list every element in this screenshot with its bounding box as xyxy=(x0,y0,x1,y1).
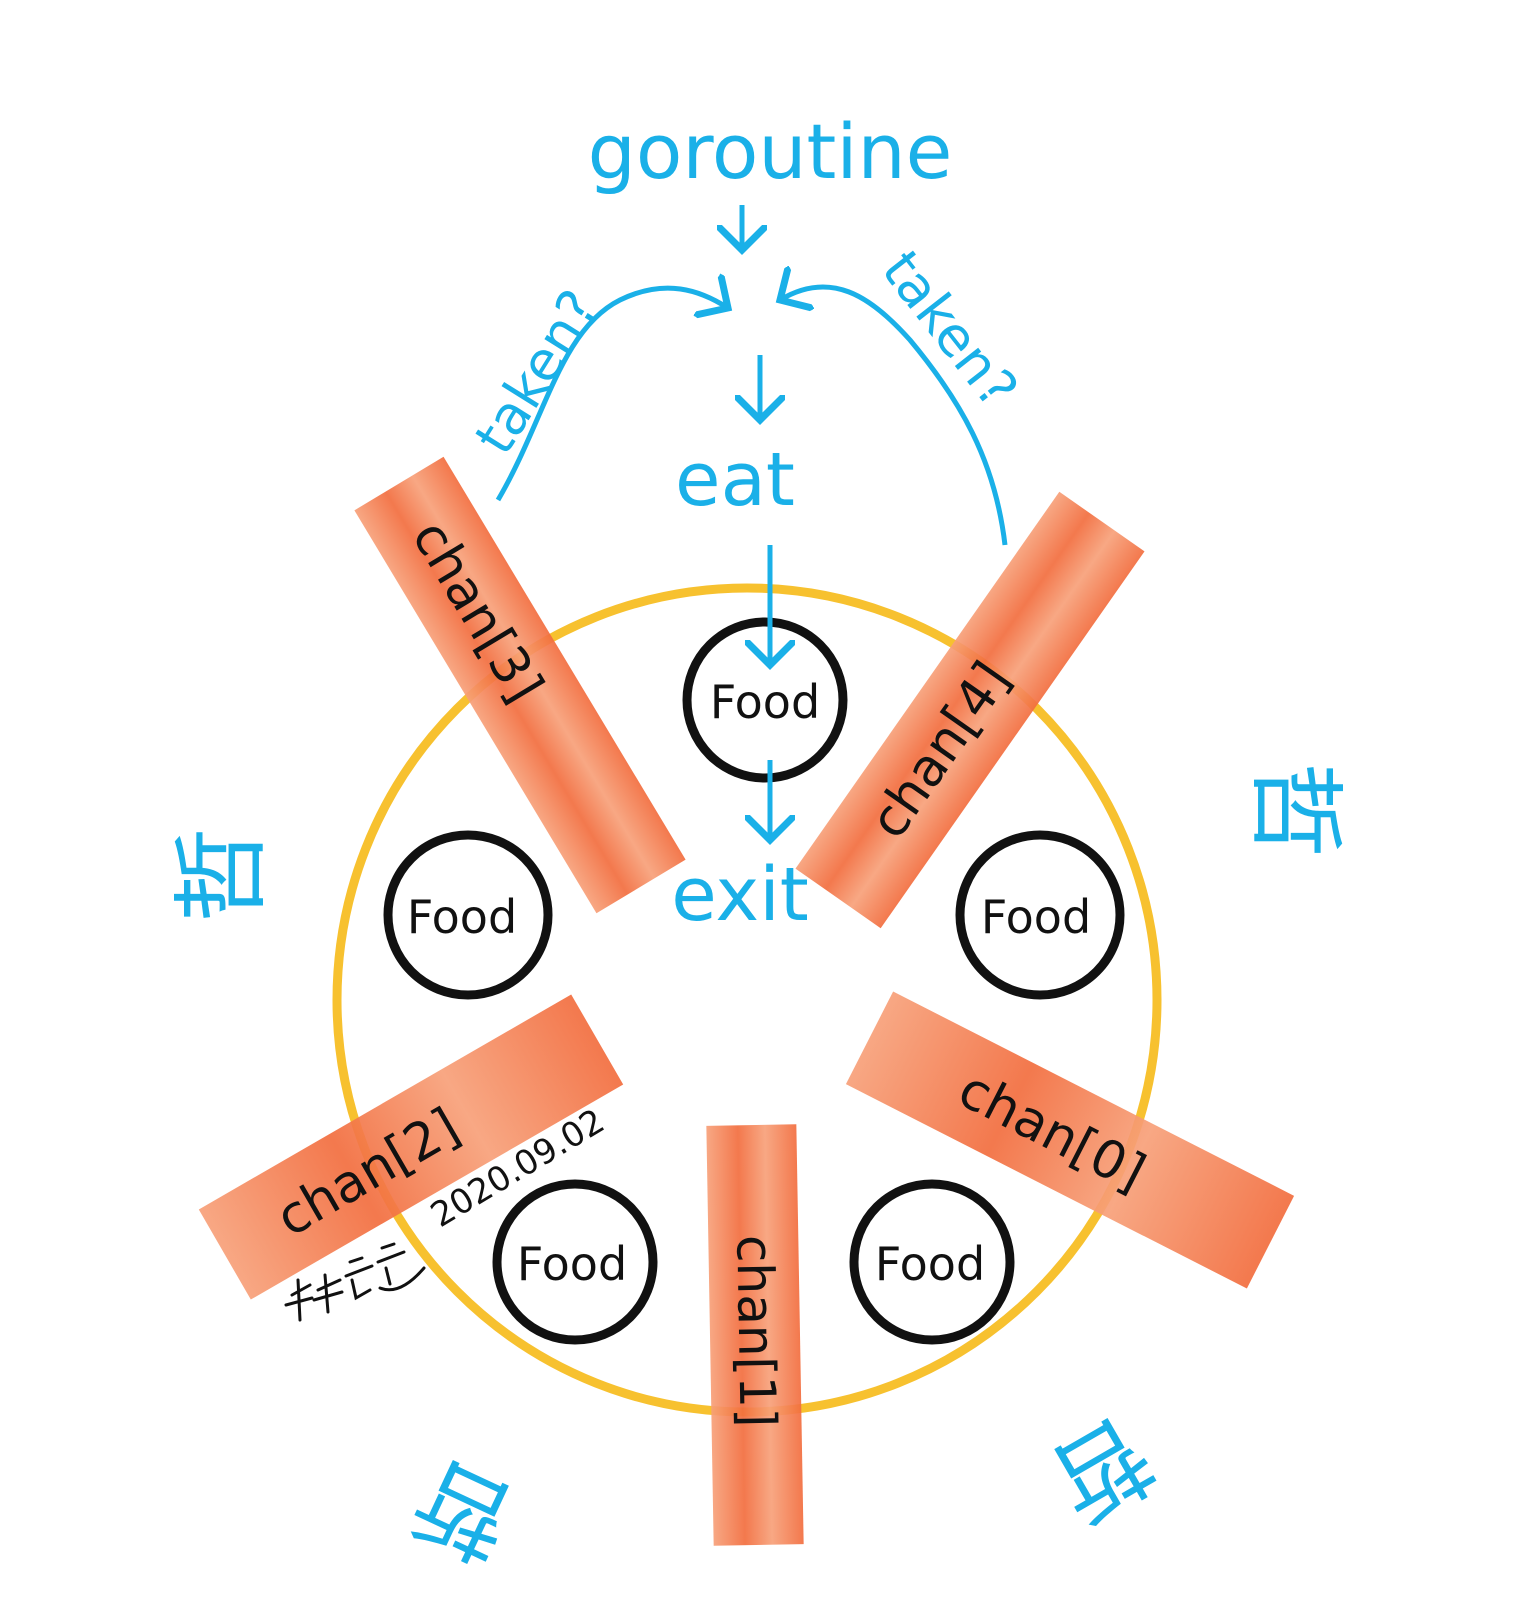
flow-label-left-taken: taken? xyxy=(463,279,612,465)
signature-scribble xyxy=(284,1242,426,1322)
philosopher-right: 哲 xyxy=(1239,762,1351,858)
plate-right: Food xyxy=(955,830,1125,1000)
flow-exit: exit xyxy=(671,852,809,938)
philosopher-left: 哲 xyxy=(166,827,278,923)
plate-label: Food xyxy=(710,675,820,729)
flow-eat: eat xyxy=(675,437,795,523)
plate-label: Food xyxy=(875,1237,985,1291)
flow-curve-right xyxy=(780,287,1008,546)
flow-goroutine: goroutine xyxy=(588,107,953,196)
philosopher-bottom-right: 哲 xyxy=(1032,1396,1171,1541)
plate-label: Food xyxy=(517,1237,627,1291)
chopstick-chan-3: chan[3] xyxy=(354,456,686,914)
flow-curve-left xyxy=(495,288,728,502)
plate-bottom-right: Food xyxy=(849,1179,1015,1345)
plate-top: Food xyxy=(682,617,848,783)
plate-left: Food xyxy=(383,830,553,1000)
chopstick-label-chan-1: chan[1] xyxy=(725,1234,786,1427)
plate-label: Food xyxy=(981,890,1091,944)
plate-bottom-left: Food xyxy=(492,1179,658,1345)
plate-label: Food xyxy=(407,890,517,944)
philosopher-bottom-left: 哲 xyxy=(397,1439,531,1581)
chopstick-chan-1: chan[1] xyxy=(706,1124,804,1546)
